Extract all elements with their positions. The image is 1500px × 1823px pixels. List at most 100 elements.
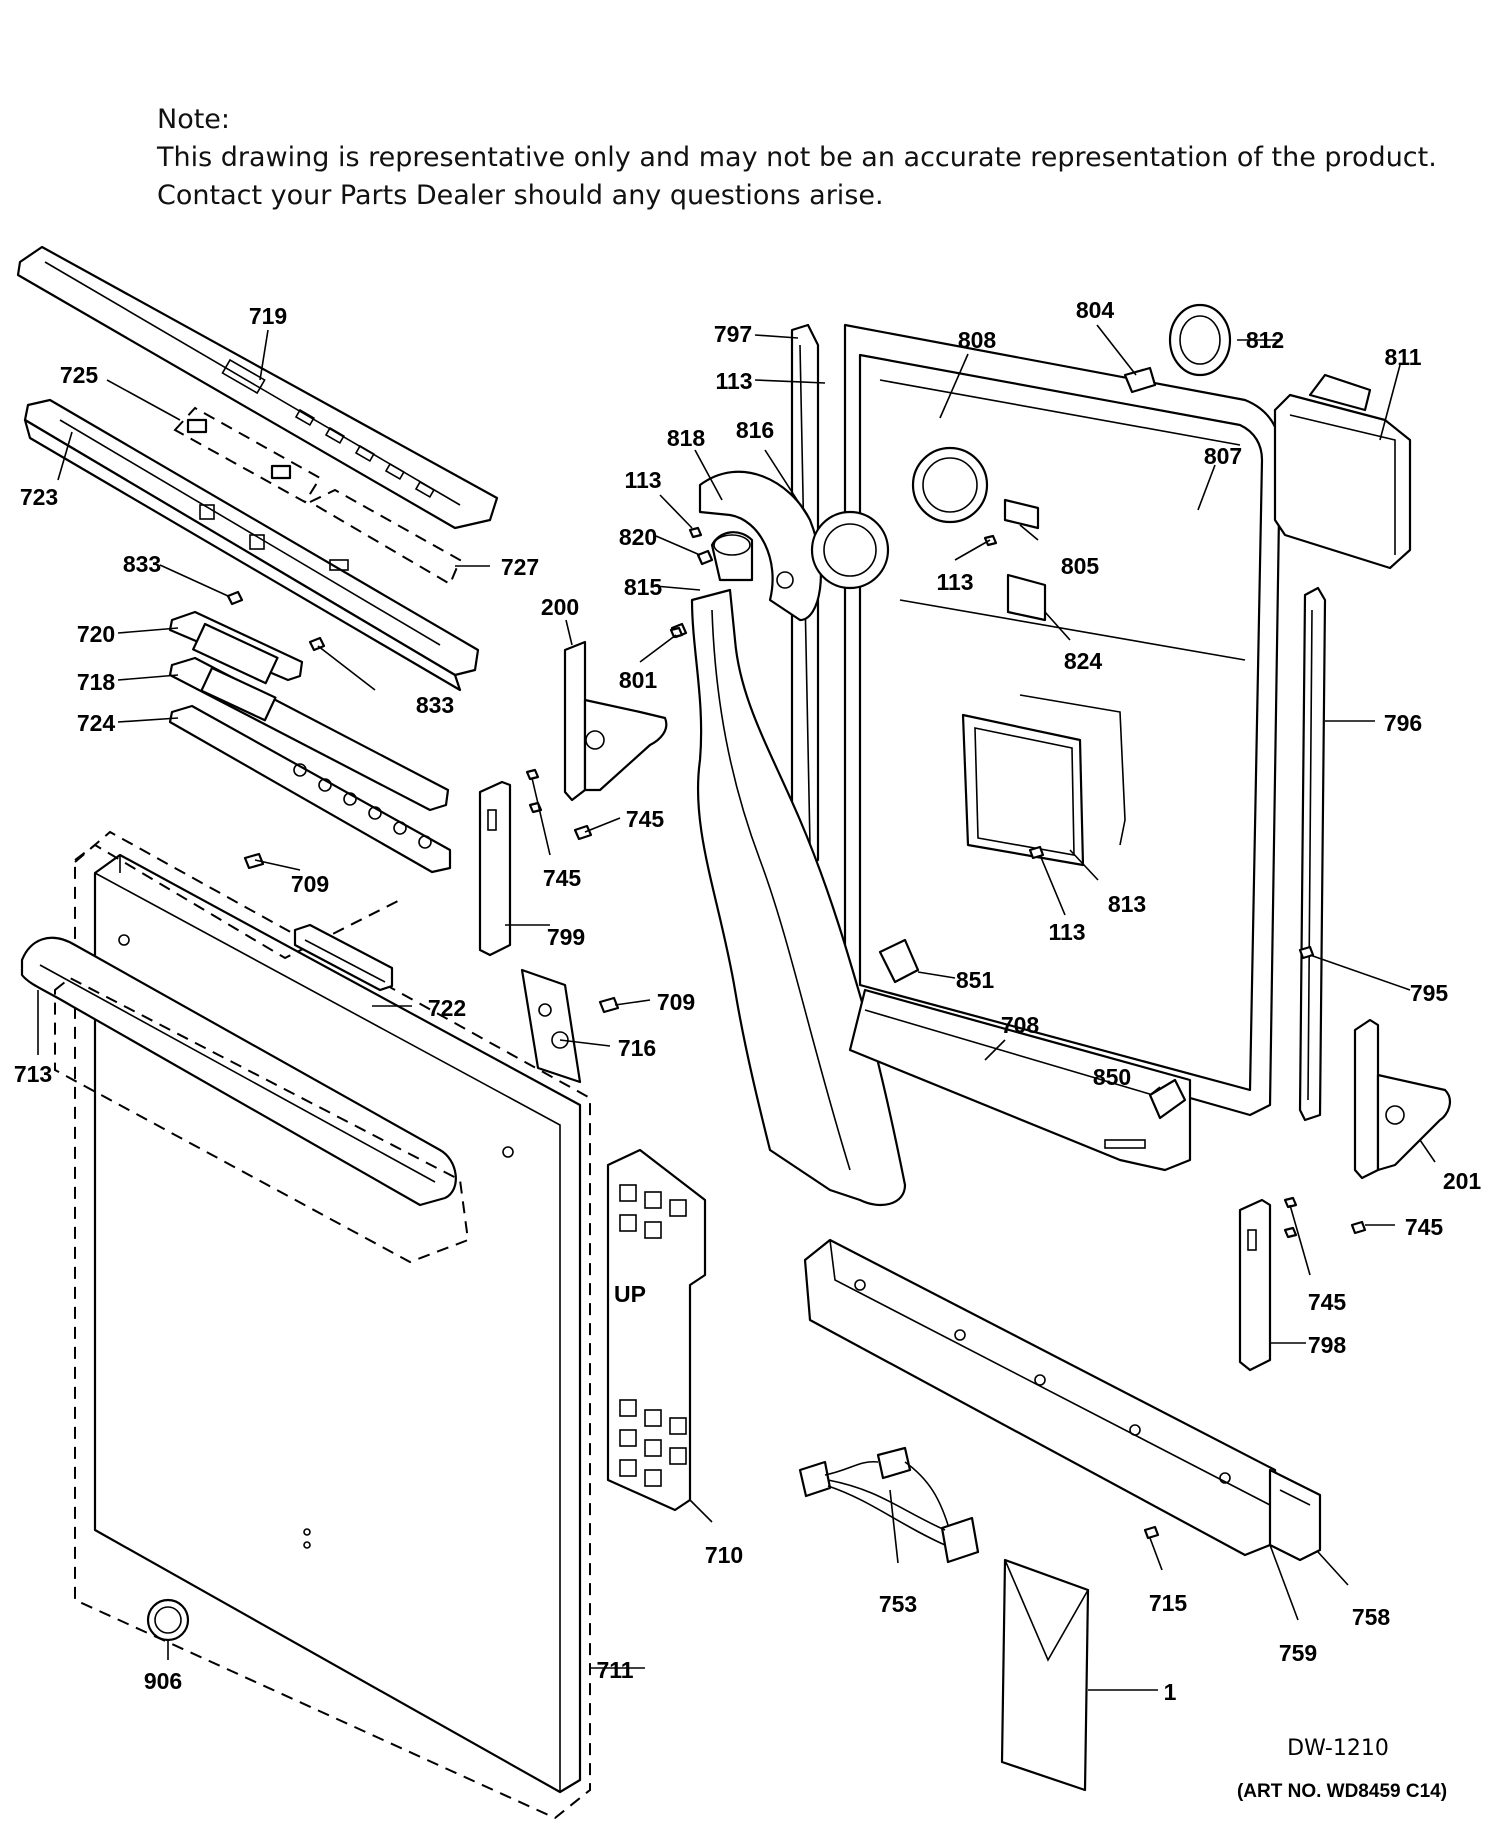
callout-710: 710 [705,1542,743,1568]
logo-badge [146,1598,190,1642]
callout-833: 833 [123,551,161,577]
hinge-bracket-right [1353,1018,1452,1180]
callout-113: 113 [624,467,661,493]
callout-820: 820 [619,524,657,550]
callout-758: 758 [1352,1604,1391,1630]
callout-813: 813 [1108,891,1146,917]
screw [1350,1220,1367,1235]
leader-lines [37,324,1436,1691]
screw [696,549,714,566]
door-assembly-outline [74,830,591,1820]
vent-assembly [698,470,822,622]
callout-818: 818 [667,425,706,451]
screw [573,824,593,841]
callout-113: 113 [715,368,752,394]
control-housing [23,398,480,692]
callout-745: 745 [1405,1214,1444,1240]
door-shipping-spacer [606,1148,707,1512]
wire-harness [798,1446,980,1564]
drawing-number: DW-1210 [1287,1736,1389,1761]
control-panel-bracket [168,704,452,874]
note-line-1: This drawing is representative only and … [157,142,1437,173]
callout-201: 201 [1443,1168,1482,1194]
door-insulation [1268,1468,1322,1562]
callout-812: 812 [1246,327,1284,353]
screw [525,768,540,781]
strike-bracket-left [478,780,512,957]
note-heading: Note: [157,104,231,135]
callout-833: 833 [416,692,454,718]
literature-envelope [1000,1558,1090,1792]
callout-798: 798 [1308,1332,1347,1358]
callout-745: 745 [626,806,665,832]
callout-807: 807 [1204,443,1242,469]
callout-815: 815 [624,574,663,600]
vent-gasket [810,510,890,590]
screw [688,526,703,539]
sensor-module [1006,573,1047,622]
screw [598,996,620,1014]
screw [983,534,998,547]
callout-824: 824 [1064,648,1103,674]
callout-805: 805 [1061,553,1100,579]
clip [1123,366,1157,394]
callout-906: 906 [144,1668,182,1694]
vent-bracket [293,923,394,992]
hose-clip [878,938,920,984]
door-bracket [848,988,1192,1172]
note-line-2: Contact your Parts Dealer should any que… [157,180,884,211]
door-top-outline [74,843,401,960]
callout-727: 727 [501,554,539,580]
callout-1: 1 [1164,1679,1177,1705]
small-button [270,464,292,480]
callout-715: 715 [1149,1590,1188,1616]
callout-723: 723 [20,484,58,510]
handle-group-outline [54,976,470,1264]
callout-720: 720 [77,621,115,647]
callout-759: 759 [1279,1640,1317,1666]
callout-716: 716 [618,1035,656,1061]
callout-722: 722 [428,995,466,1021]
hinge-bracket-left [563,640,668,802]
strike-bracket-right [1238,1198,1272,1372]
inner-door-liner [843,323,1282,1117]
callout-724: 724 [77,710,116,736]
door-handle [20,936,457,1207]
rinse-aid-cap [1168,303,1232,377]
callout-labels: 719 725 723 727 833 720 833 718 724 709 … [14,297,1482,1705]
control-panel-trim [16,245,499,530]
screw [1143,1525,1160,1540]
callout-709: 709 [657,989,695,1015]
switch-bracket [1003,498,1040,530]
latch-bracket [520,968,582,1084]
callout-745: 745 [1308,1289,1347,1315]
art-number: (ART NO. WD8459 C14) [1237,1781,1447,1802]
callout-719: 719 [249,303,287,329]
screws-left [226,590,326,870]
callout-725: 725 [60,362,99,388]
callout-799: 799 [547,924,585,950]
callout-718: 718 [77,669,116,695]
callout-709: 709 [291,871,329,897]
callout-753: 753 [879,1591,917,1617]
vent-outlet [710,531,754,582]
callout-804: 804 [1076,297,1115,323]
small-button [186,418,208,434]
button-group-outline [173,406,322,504]
callout-796: 796 [1384,710,1422,736]
disclaimer-note: Note: This drawing is representative onl… [157,101,1457,215]
screw [1283,1196,1298,1209]
screw [1298,945,1315,960]
callout-113: 113 [1048,919,1085,945]
callout-851: 851 [956,967,995,993]
callout-708: 708 [1001,1012,1040,1038]
callout-797: 797 [714,321,752,347]
control-board-upper [168,610,304,685]
callout-113: 113 [936,569,973,595]
callout-745: 745 [543,865,582,891]
screw [1283,1226,1298,1239]
callout-713: 713 [14,1061,52,1087]
screw [669,626,684,639]
callout-850: 850 [1093,1064,1131,1090]
